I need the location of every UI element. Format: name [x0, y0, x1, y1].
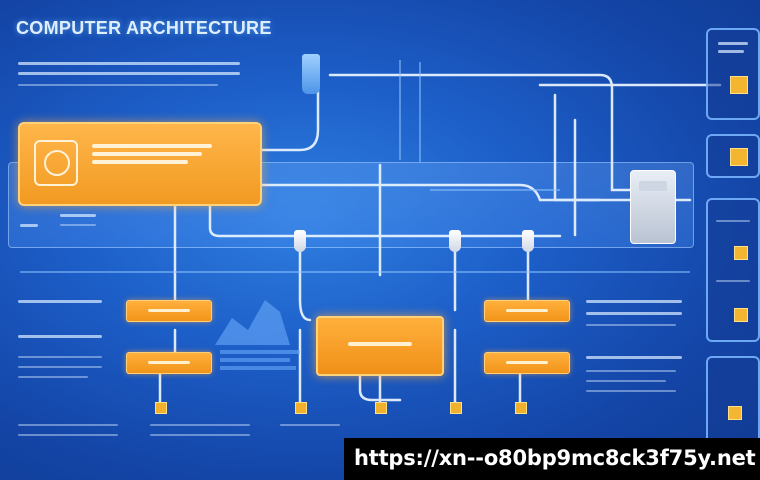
bulb-icon	[449, 230, 461, 252]
chip-icon	[730, 76, 748, 94]
chip-icon	[730, 148, 748, 166]
wire-top-right-1	[328, 73, 662, 192]
bar-chart-graphic	[215, 300, 300, 370]
chip-icon	[734, 308, 748, 322]
chip-icon	[734, 246, 748, 260]
processor-icon	[34, 140, 78, 186]
node-icon	[375, 402, 387, 414]
cpu-block	[18, 122, 262, 206]
central-unit-box	[316, 316, 444, 376]
side-card-top	[706, 28, 760, 120]
cpu-block-text	[92, 134, 212, 168]
component-box	[484, 352, 570, 374]
node-icon	[295, 402, 307, 414]
wire-mid-1	[256, 183, 692, 202]
side-card-chip	[706, 134, 760, 178]
diagram-title: COMPUTER ARCHITECTURE	[16, 18, 272, 38]
bulb-icon	[522, 230, 534, 252]
node-icon	[155, 402, 167, 414]
bulb-icon	[302, 54, 320, 94]
wire-center-loop	[358, 370, 402, 402]
bulb-icon	[294, 230, 306, 252]
component-box	[126, 352, 212, 374]
wire-top-right-3	[553, 93, 602, 202]
side-card-list	[706, 198, 760, 342]
component-box	[484, 300, 570, 322]
wire-mid-2	[208, 198, 562, 238]
component-box	[126, 300, 212, 322]
url-watermark: https://xn--o80bp9mc8ck3f75y.net	[344, 438, 760, 480]
node-icon	[450, 402, 462, 414]
port-connector-icon	[630, 170, 676, 244]
side-card-bottom	[706, 356, 760, 444]
url-watermark-text: https://xn--o80bp9mc8ck3f75y.net	[354, 446, 756, 470]
wire-drop-2	[298, 238, 312, 322]
node-icon	[515, 402, 527, 414]
chip-icon	[728, 406, 742, 420]
